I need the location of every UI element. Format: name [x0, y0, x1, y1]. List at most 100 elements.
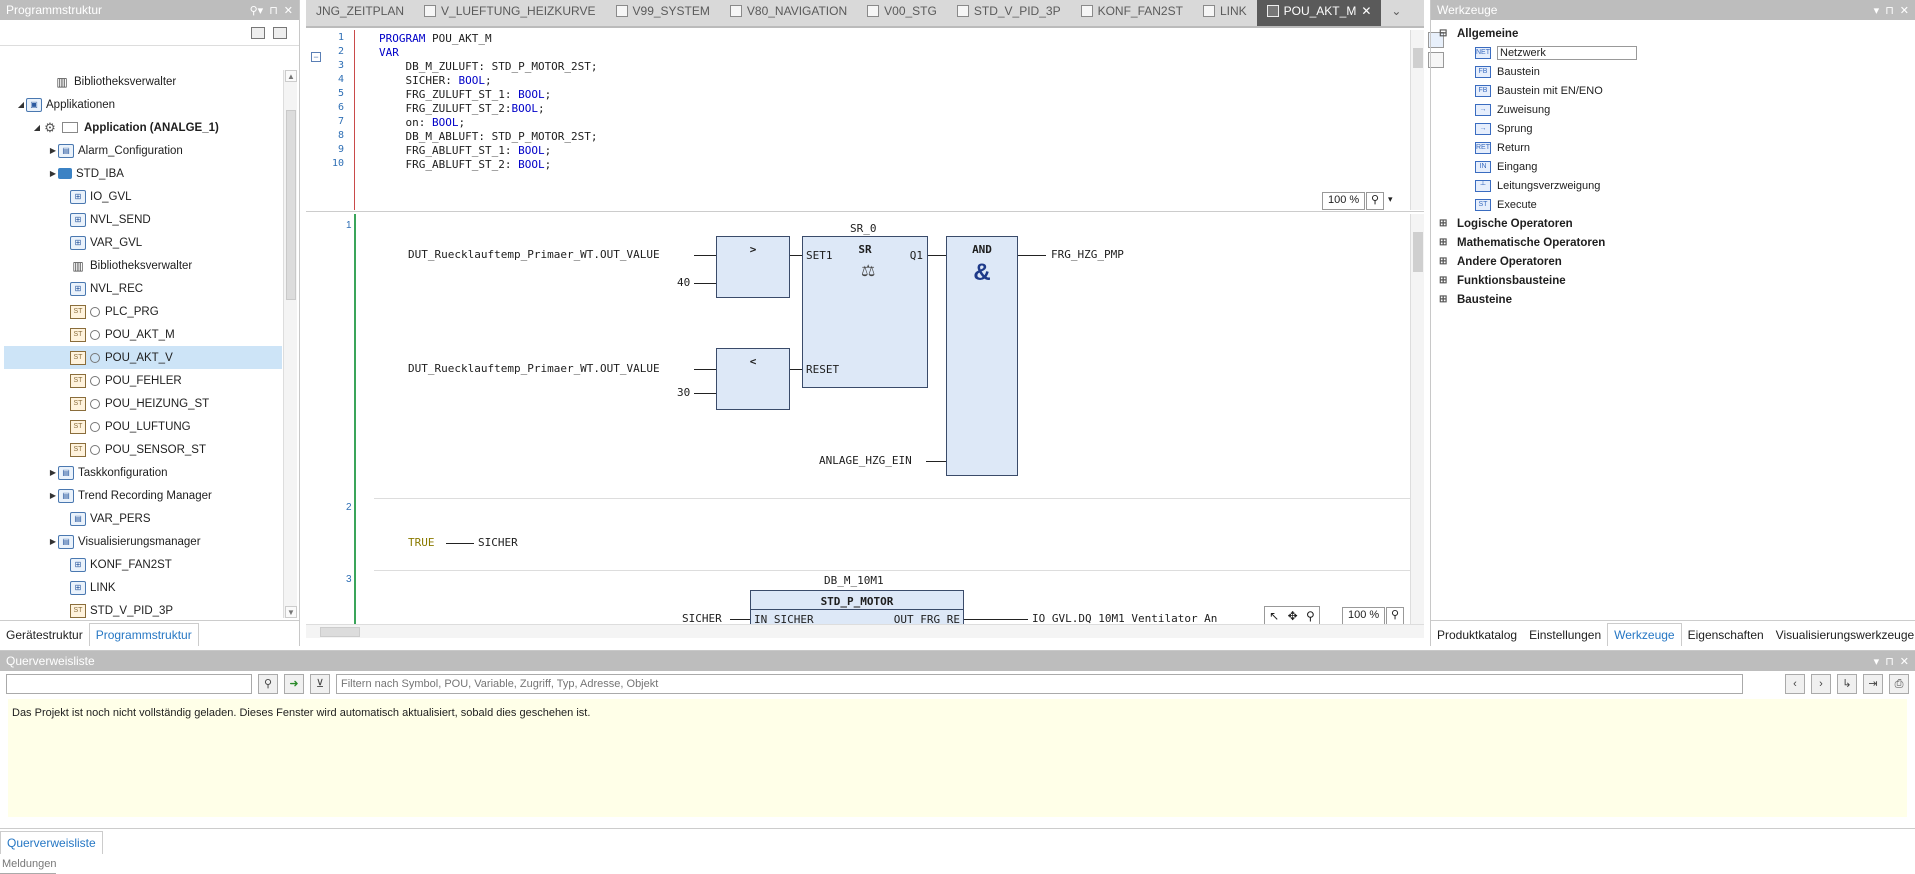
- jump-icon[interactable]: ↳: [1837, 674, 1857, 694]
- expanded-arrow-icon[interactable]: ◢: [33, 123, 41, 132]
- scroll-up-icon[interactable]: ▲: [285, 70, 297, 82]
- tree-item[interactable]: ◢⚙Application (ANALGE_1): [4, 116, 282, 139]
- scroll-thumb[interactable]: [1413, 232, 1423, 272]
- gt-operator-box[interactable]: >: [716, 236, 790, 298]
- tree-scrollbar[interactable]: ▲ ▼: [283, 70, 297, 618]
- zoom-icon[interactable]: ⚲: [1386, 607, 1404, 624]
- tree-item[interactable]: ▶▤Trend Recording Manager: [4, 484, 282, 507]
- zoom-icon[interactable]: ⚲: [1306, 609, 1315, 623]
- xref-filter-input[interactable]: [336, 674, 1743, 694]
- code-line[interactable]: FRG_ZULUFT_ST_1: BOOL;: [379, 88, 551, 101]
- collapsed-arrow-icon[interactable]: ▶: [49, 468, 57, 477]
- expanded-arrow-icon[interactable]: ◢: [17, 100, 25, 109]
- collapsed-arrow-icon[interactable]: ▶: [49, 146, 57, 155]
- and-operator-box[interactable]: AND &: [946, 236, 1018, 476]
- collapsed-arrow-icon[interactable]: ▶: [49, 169, 57, 178]
- fb-instance-name[interactable]: DB_M_10M1: [824, 574, 884, 587]
- output-variable[interactable]: IO_GVL.DQ_10M1_Ventilator_An: [1032, 612, 1218, 624]
- radio-icon[interactable]: [90, 352, 100, 363]
- close-icon[interactable]: ✕: [1899, 4, 1909, 17]
- input-variable[interactable]: DUT_Ruecklauftemp_Primaer_WT.OUT_VALUE: [408, 362, 660, 375]
- right-panel-tab[interactable]: Werkzeuge: [1607, 623, 1682, 646]
- assignment-source[interactable]: TRUE: [408, 536, 435, 549]
- collapsed-arrow-icon[interactable]: ▶: [49, 537, 57, 546]
- constant-input[interactable]: 40: [677, 276, 691, 289]
- constant-input[interactable]: 30: [677, 386, 691, 399]
- pin-icon[interactable]: ⊓: [1885, 655, 1894, 668]
- editor-tab[interactable]: STD_V_PID_3P: [947, 0, 1071, 26]
- tool-category[interactable]: ⊞Funktionsbausteine: [1431, 271, 1915, 290]
- scroll-thumb[interactable]: [1413, 48, 1423, 68]
- radio-icon[interactable]: [90, 444, 100, 455]
- tab-list-icon[interactable]: ⌄: [1391, 4, 1402, 18]
- tab-program-structure[interactable]: Programmstruktur: [88, 623, 199, 646]
- tree-item[interactable]: ⊞NVL_REC: [4, 277, 282, 300]
- implementation-vscrollbar[interactable]: [1410, 214, 1424, 624]
- right-panel-tab[interactable]: Visualisierungswerkzeuge: [1775, 628, 1915, 642]
- search-icon[interactable]: ⚲▾: [249, 4, 264, 17]
- radio-icon[interactable]: [90, 398, 100, 409]
- code-line[interactable]: PROGRAM POU_AKT_M: [379, 32, 492, 45]
- tree-item[interactable]: ⊞IO_GVL: [4, 185, 282, 208]
- tool-item[interactable]: →Sprung: [1431, 119, 1915, 138]
- code-line[interactable]: VAR: [379, 46, 399, 59]
- filter-icon[interactable]: ⊻: [310, 674, 330, 694]
- scroll-thumb[interactable]: [320, 627, 360, 637]
- print-icon[interactable]: ⎙: [1889, 674, 1909, 694]
- close-icon[interactable]: ✕: [283, 4, 293, 17]
- close-icon[interactable]: ✕: [1899, 655, 1909, 668]
- tree-item[interactable]: ◢▣Applikationen: [4, 93, 282, 116]
- tool-category[interactable]: ⊞Andere Operatoren: [1431, 252, 1915, 271]
- input-variable[interactable]: SICHER: [682, 612, 722, 624]
- close-icon[interactable]: ✕: [1361, 4, 1372, 18]
- tree-item[interactable]: ▶STD_IBA: [4, 162, 282, 185]
- collapse-all-icon[interactable]: [251, 26, 265, 39]
- prev-icon[interactable]: ‹: [1785, 674, 1805, 694]
- menu-icon[interactable]: ▾: [1873, 4, 1880, 17]
- motor-function-block[interactable]: STD_P_MOTOR IN_SICHER OUT_FRG_RE: [750, 590, 964, 624]
- radio-icon[interactable]: [90, 375, 100, 386]
- declaration-zoom[interactable]: 100 %: [1322, 192, 1366, 210]
- cursor-icon[interactable]: ↖: [1269, 609, 1280, 623]
- messages-tab[interactable]: Meldungen: [0, 858, 57, 874]
- radio-icon[interactable]: [90, 329, 100, 340]
- implementation-hscrollbar[interactable]: [306, 624, 1424, 638]
- pin-icon[interactable]: ⊓: [269, 4, 278, 17]
- radio-icon[interactable]: [90, 306, 100, 317]
- tree-item[interactable]: ⊞LINK: [4, 576, 282, 599]
- editor-tab[interactable]: V80_NAVIGATION: [720, 0, 857, 26]
- tree-item[interactable]: ⊞KONF_FAN2ST: [4, 553, 282, 576]
- collapsed-arrow-icon[interactable]: ▶: [49, 491, 57, 500]
- code-line[interactable]: FRG_ABLUFT_ST_2: BOOL;: [379, 158, 551, 171]
- expand-icon[interactable]: ⊞: [1439, 237, 1448, 248]
- sr-function-block[interactable]: SR SET1 Q1 RESET ⚖: [802, 236, 928, 388]
- tool-item[interactable]: ┴Leitungsverzweigung: [1431, 176, 1915, 195]
- tree-item[interactable]: ▶▤Taskkonfiguration: [4, 461, 282, 484]
- collapse-var-icon[interactable]: −: [311, 52, 321, 62]
- radio-icon[interactable]: [90, 421, 100, 432]
- scroll-thumb[interactable]: [286, 110, 296, 300]
- expand-icon[interactable]: ⊞: [1439, 294, 1448, 305]
- editor-tab[interactable]: V00_STG: [857, 0, 947, 26]
- implementation-zoom[interactable]: 100 %: [1342, 607, 1386, 624]
- zoom-icon[interactable]: ⚲: [1366, 192, 1384, 210]
- scroll-down-icon[interactable]: ▼: [285, 606, 297, 618]
- right-panel-tab[interactable]: Eigenschaften: [1687, 628, 1764, 642]
- tab-device-structure[interactable]: Gerätestruktur: [6, 628, 83, 642]
- tree-item[interactable]: ⊞VAR_GVL: [4, 231, 282, 254]
- expand-all-icon[interactable]: [273, 26, 287, 39]
- go-icon[interactable]: ➜: [284, 674, 304, 694]
- tool-category[interactable]: ⊟Allgemeine: [1431, 24, 1915, 43]
- pin-icon[interactable]: ⊓: [1885, 4, 1894, 17]
- tool-category[interactable]: ⊞Bausteine: [1431, 290, 1915, 309]
